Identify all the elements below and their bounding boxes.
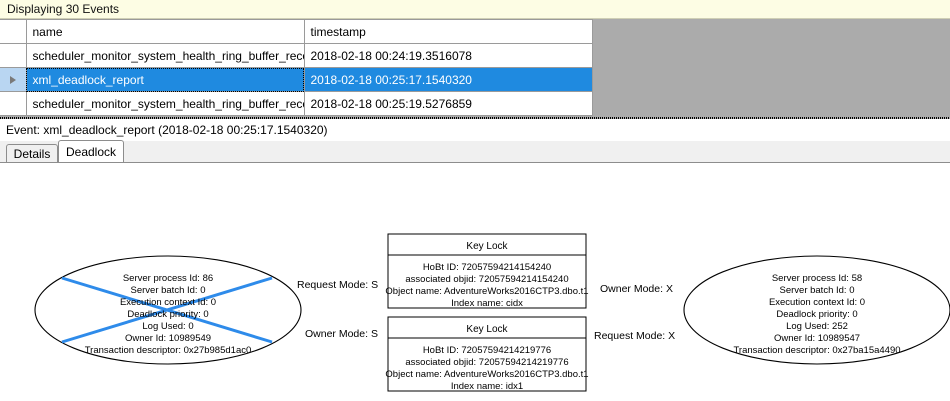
resource-bottom-line-3: Index name: idx1 [451, 381, 523, 392]
resource-node-top[interactable]: Key Lock HoBt ID: 72057594214154240 asso… [385, 233, 589, 309]
process-node-surviving[interactable]: Server process Id: 58 Server batch Id: 0… [683, 255, 950, 365]
process-surviving-line-4: Log Used: 252 [786, 321, 848, 332]
events-grid-region: name timestamp scheduler_monitor_system_… [0, 19, 950, 119]
resource-node-bottom-shape[interactable] [387, 316, 587, 392]
grid-header-row: name timestamp [0, 19, 593, 44]
edge-request-mode-s-label: Request Mode: S [297, 279, 378, 291]
tab-details-label: Details [13, 146, 51, 161]
resource-bottom-line-0: HoBt ID: 72057594214219776 [423, 345, 551, 356]
grid-header-name[interactable]: name [26, 19, 305, 44]
resource-top-line-3: Index name: cidx [451, 298, 523, 309]
events-grid[interactable]: name timestamp scheduler_monitor_system_… [0, 19, 593, 116]
table-row[interactable]: scheduler_monitor_system_health_ring_buf… [0, 43, 593, 68]
event-detail-title: Event: xml_deadlock_report (2018-02-18 0… [6, 123, 328, 137]
resource-top-line-0: HoBt ID: 72057594214154240 [423, 262, 551, 273]
resource-node-top-title: Key Lock [466, 241, 508, 252]
process-surviving-line-0: Server process Id: 58 [772, 273, 862, 284]
edge-request-mode-x-label: Request Mode: X [594, 330, 675, 342]
resource-node-bottom-title: Key Lock [466, 324, 508, 335]
grid-header-timestamp[interactable]: timestamp [304, 19, 593, 44]
resource-bottom-line-1: associated objid: 72057594214219776 [405, 357, 568, 368]
process-victim-line-6: Transaction descriptor: 0x27b985d1ac0 [85, 345, 252, 356]
cell-timestamp[interactable]: 2018-02-18 00:24:19.3516078 [304, 43, 593, 68]
edge-request-mode-s-group: Request Mode: S [297, 279, 378, 291]
events-count-banner: Displaying 30 Events [0, 0, 950, 19]
table-row[interactable]: xml_deadlock_report 2018-02-18 00:25:17.… [0, 67, 593, 92]
events-count-label: Displaying 30 Events [7, 2, 120, 16]
tab-deadlock-label: Deadlock [65, 144, 117, 159]
row-selector[interactable] [0, 43, 27, 68]
row-selector[interactable] [0, 67, 27, 92]
grid-focus-divider [0, 117, 950, 119]
process-surviving-line-6: Transaction descriptor: 0x27ba15a4490 [733, 345, 900, 356]
edge-owner-mode-x-label: Owner Mode: X [600, 283, 673, 295]
resource-bottom-line-2: Object name: AdventureWorks2016CTP3.dbo.… [385, 369, 588, 380]
resource-top-line-2: Object name: AdventureWorks2016CTP3.dbo.… [385, 286, 588, 297]
edge-owner-mode-s-group: Owner Mode: S [305, 328, 378, 340]
detail-tabstrip: Details Deadlock [0, 140, 950, 163]
edge-owner-mode-s-label: Owner Mode: S [305, 328, 378, 340]
cell-name[interactable]: scheduler_monitor_system_health_ring_buf… [26, 91, 305, 116]
tab-details[interactable]: Details [6, 144, 58, 162]
process-victim-line-0: Server process Id: 86 [123, 273, 213, 284]
process-victim-line-2: Execution context Id: 0 [120, 297, 216, 308]
cell-timestamp[interactable]: 2018-02-18 00:25:17.1540320 [304, 67, 593, 92]
process-surviving-line-5: Owner Id: 10989547 [774, 333, 860, 344]
cell-name[interactable]: scheduler_monitor_system_health_ring_buf… [26, 43, 305, 68]
cell-timestamp[interactable]: 2018-02-18 00:25:19.5276859 [304, 91, 593, 116]
process-victim-line-5: Owner Id: 10989549 [125, 333, 211, 344]
process-node-surviving-shape[interactable] [683, 255, 950, 365]
cell-name[interactable]: xml_deadlock_report [26, 67, 305, 92]
tab-deadlock[interactable]: Deadlock [58, 140, 124, 162]
deadlock-graph-svg: Request Mode: S Owner Mode: X Owner Mode… [34, 233, 950, 392]
event-detail-header: Event: xml_deadlock_report (2018-02-18 0… [0, 120, 950, 140]
process-surviving-line-3: Deadlock priority: 0 [776, 309, 857, 320]
resource-node-top-shape[interactable] [387, 233, 587, 309]
resource-node-bottom[interactable]: Key Lock HoBt ID: 72057594214219776 asso… [385, 316, 589, 392]
process-victim-line-4: Log Used: 0 [142, 321, 193, 332]
process-surviving-line-1: Server batch Id: 0 [780, 285, 855, 296]
resource-top-line-1: associated objid: 72057594214154240 [405, 274, 568, 285]
edge-owner-mode-x-group: Owner Mode: X [600, 283, 673, 295]
deadlock-graph-canvas[interactable]: Request Mode: S Owner Mode: X Owner Mode… [0, 163, 950, 401]
process-node-victim[interactable]: Server process Id: 86 Server batch Id: 0… [34, 255, 302, 365]
table-row[interactable]: scheduler_monitor_system_health_ring_buf… [0, 91, 593, 116]
process-victim-line-1: Server batch Id: 0 [131, 285, 206, 296]
process-victim-line-3: Deadlock priority: 0 [127, 309, 208, 320]
row-caret-icon [9, 76, 16, 85]
row-selector[interactable] [0, 91, 27, 116]
edge-request-mode-x-group: Request Mode: X [594, 330, 675, 342]
grid-header-selector [0, 19, 27, 44]
process-surviving-line-2: Execution context Id: 0 [769, 297, 865, 308]
victim-mark-icon [61, 276, 273, 344]
